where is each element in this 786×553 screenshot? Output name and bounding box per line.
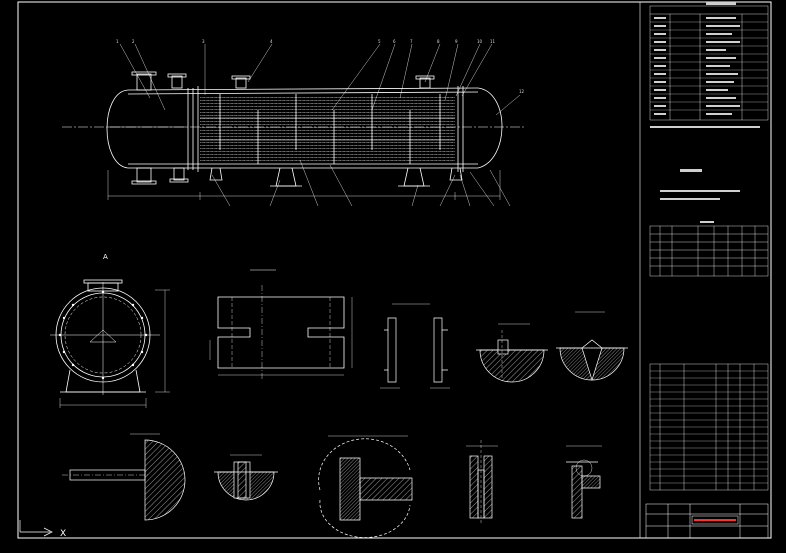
flange-detail-bottom-3 xyxy=(318,435,413,538)
svg-text:10: 10 xyxy=(477,39,483,44)
technical-notes xyxy=(660,169,740,200)
leader-lines-top xyxy=(119,43,521,207)
axis-label-x: X xyxy=(60,529,66,539)
svg-text:3: 3 xyxy=(202,39,205,44)
end-view-section xyxy=(50,279,170,408)
flange-detail-bottom-5 xyxy=(566,445,602,519)
flange-detail-bottom-2 xyxy=(214,454,278,501)
svg-text:2: 2 xyxy=(132,39,135,44)
svg-text:12: 12 xyxy=(519,89,525,94)
svg-text:11: 11 xyxy=(490,39,496,44)
ucs-icon xyxy=(19,520,53,537)
svg-text:5: 5 xyxy=(378,39,381,44)
view-label-a: A xyxy=(103,253,108,261)
design-data-rows xyxy=(650,21,768,111)
baffle-profile-details xyxy=(380,303,450,389)
flange-detail-bottom-4 xyxy=(466,440,498,525)
tubesheet-detail xyxy=(209,269,353,380)
design-data-table xyxy=(649,5,769,121)
nozzle-table xyxy=(649,225,769,277)
end-view-bolts xyxy=(58,290,148,380)
svg-text:7: 7 xyxy=(410,39,413,44)
title-block-red-mark xyxy=(694,519,736,521)
title-block xyxy=(645,503,769,539)
design-data-text-marks xyxy=(650,2,760,128)
svg-text:4: 4 xyxy=(270,39,273,44)
flange-detail-bottom-1 xyxy=(62,433,186,521)
drawing-frame xyxy=(17,1,772,539)
nozzle-table-title-mark xyxy=(700,221,714,223)
weld-detail-1 xyxy=(476,323,548,383)
svg-text:8: 8 xyxy=(437,39,440,44)
svg-text:6: 6 xyxy=(393,39,396,44)
svg-text:1: 1 xyxy=(116,39,119,44)
vessel-elevation-view xyxy=(62,71,525,200)
svg-text:9: 9 xyxy=(455,39,458,44)
weld-detail-2 xyxy=(556,311,628,382)
parts-list-rows xyxy=(650,370,768,484)
